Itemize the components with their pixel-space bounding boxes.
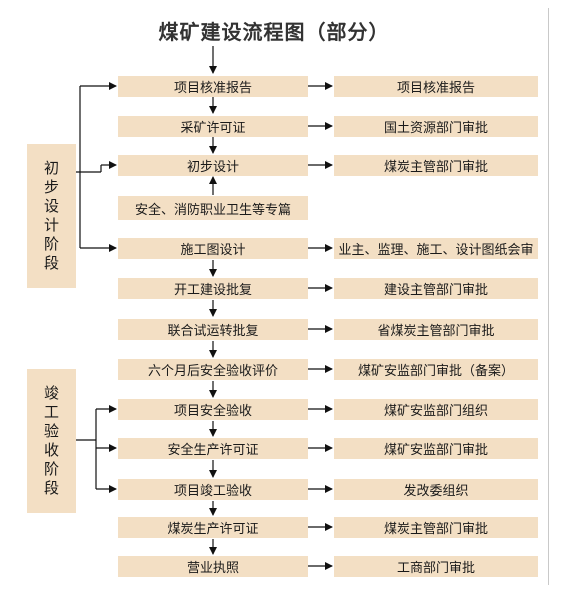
phase-completion-label: 竣工验收阶段: [43, 384, 59, 497]
approval-box-safety-filing: 煤矿安监部门审批（备案）: [334, 359, 538, 380]
step-box-safety-production-license: 安全生产许可证: [118, 438, 308, 459]
step-box-preliminary-design: 初步设计: [118, 155, 308, 176]
approval-box-safety-approval: 煤矿安监部门审批: [334, 438, 538, 459]
approval-box-coal-authority-license: 煤炭主管部门审批: [334, 517, 538, 538]
approval-box-land-resources: 国土资源部门审批: [334, 116, 538, 137]
right-border-line: [548, 8, 549, 585]
special-chapter-box: 安全、消防职业卫生等专篇: [118, 196, 308, 220]
step-box-business-license: 营业执照: [118, 556, 308, 577]
diagram-title: 煤矿建设流程图（部分）: [158, 20, 390, 44]
approval-box-construction-authority: 建设主管部门审批: [334, 278, 538, 299]
step-box-project-approval-report: 项目核准报告: [118, 76, 308, 97]
step-box-mining-license: 采矿许可证: [118, 116, 308, 137]
approval-box-business-authority: 工商部门审批: [334, 556, 538, 577]
step-box-construction-start-approval: 开工建设批复: [118, 278, 308, 299]
phase-preliminary-label: 初步设计阶段: [43, 159, 59, 272]
phase-preliminary-design: 初步设计阶段: [27, 144, 76, 288]
step-box-construction-drawing: 施工图设计: [118, 238, 308, 259]
approval-box-drawing-review: 业主、监理、施工、设计图纸会审: [334, 238, 538, 259]
step-box-completion-acceptance: 项目竣工验收: [118, 479, 308, 500]
step-box-coal-production-license: 煤炭生产许可证: [118, 517, 308, 538]
approval-box-safety-organization: 煤矿安监部门组织: [334, 399, 538, 420]
step-box-project-safety-acceptance: 项目安全验收: [118, 399, 308, 420]
step-box-safety-evaluation: 六个月后安全验收评价: [118, 359, 308, 380]
phase-completion-acceptance: 竣工验收阶段: [27, 369, 76, 513]
step-box-joint-trial-approval: 联合试运转批复: [118, 319, 308, 340]
approval-box-ndrc-organization: 发改委组织: [334, 479, 538, 500]
approval-box-coal-authority: 煤炭主管部门审批: [334, 155, 538, 176]
approval-box-project-approval-report: 项目核准报告: [334, 76, 538, 97]
approval-box-provincial-coal-authority: 省煤炭主管部门审批: [334, 319, 538, 340]
